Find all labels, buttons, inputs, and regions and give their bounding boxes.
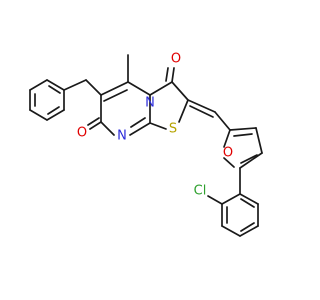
atom-oxygen-carbonyl-left: O	[77, 126, 87, 141]
bond-c-cl	[207, 195, 223, 205]
bond-o-c	[223, 129, 231, 148]
double-bond-inner	[240, 198, 255, 208]
bond-ch2-c6	[85, 79, 102, 96]
pyrimidine-ring	[100, 81, 151, 136]
bond-exocyclic	[187, 99, 216, 113]
double-bond-inner	[240, 222, 255, 232]
bond-c3-o	[171, 67, 175, 83]
atom-chlorine: Cl	[194, 184, 207, 199]
bond	[239, 193, 259, 205]
bond	[29, 109, 48, 121]
bond	[239, 225, 259, 237]
bond-c5-n4	[127, 81, 151, 96]
bond	[46, 109, 65, 121]
bond-o-c	[223, 157, 235, 168]
bond-benzyl-ch2	[63, 79, 87, 91]
bond-s-c8a	[149, 122, 167, 130]
bond	[255, 127, 263, 154]
atom-oxygen-furan: O	[223, 146, 233, 161]
bond-n4-c3	[149, 81, 173, 96]
bond-c3-c2	[171, 81, 189, 101]
bond	[239, 152, 263, 169]
bond	[221, 225, 241, 237]
bond-n8-c7	[100, 121, 115, 136]
benzyl-phenyl-ring	[29, 79, 65, 121]
bond-ch-furan	[214, 111, 231, 131]
atom-oxygen-carbonyl-top: O	[171, 52, 181, 67]
bond	[46, 79, 65, 91]
double-bond-inner	[233, 133, 253, 137]
bond	[29, 79, 48, 91]
double-bond-inner	[130, 117, 146, 128]
double-bond-inner	[240, 154, 258, 164]
furan-ring	[223, 127, 263, 169]
atom-sulfur: S	[169, 122, 177, 137]
bond-c7-o	[89, 121, 102, 130]
bond	[229, 127, 257, 131]
atom-nitrogen-ring: N	[145, 96, 155, 111]
chlorophenyl-ring	[221, 193, 259, 237]
double-bond-carbonyl	[87, 117, 100, 126]
double-bond-inner	[47, 106, 60, 115]
double-bond-carbonyl	[165, 67, 169, 82]
bond-c6-c5	[100, 81, 129, 96]
double-bond-inner	[103, 89, 128, 102]
molecule-canvas: O O N N S O Cl	[29, 52, 263, 237]
atom-nitrogen-bottom: N	[117, 129, 127, 144]
double-bond-exocyclic	[189, 105, 214, 118]
thiazole-ring	[149, 81, 189, 130]
bond-c2-s	[178, 99, 189, 123]
double-bond-inner	[48, 85, 61, 94]
structure-diagram: O O N N S O Cl	[29, 52, 263, 237]
bond-c8a-n8	[129, 122, 151, 136]
bond	[221, 193, 241, 205]
